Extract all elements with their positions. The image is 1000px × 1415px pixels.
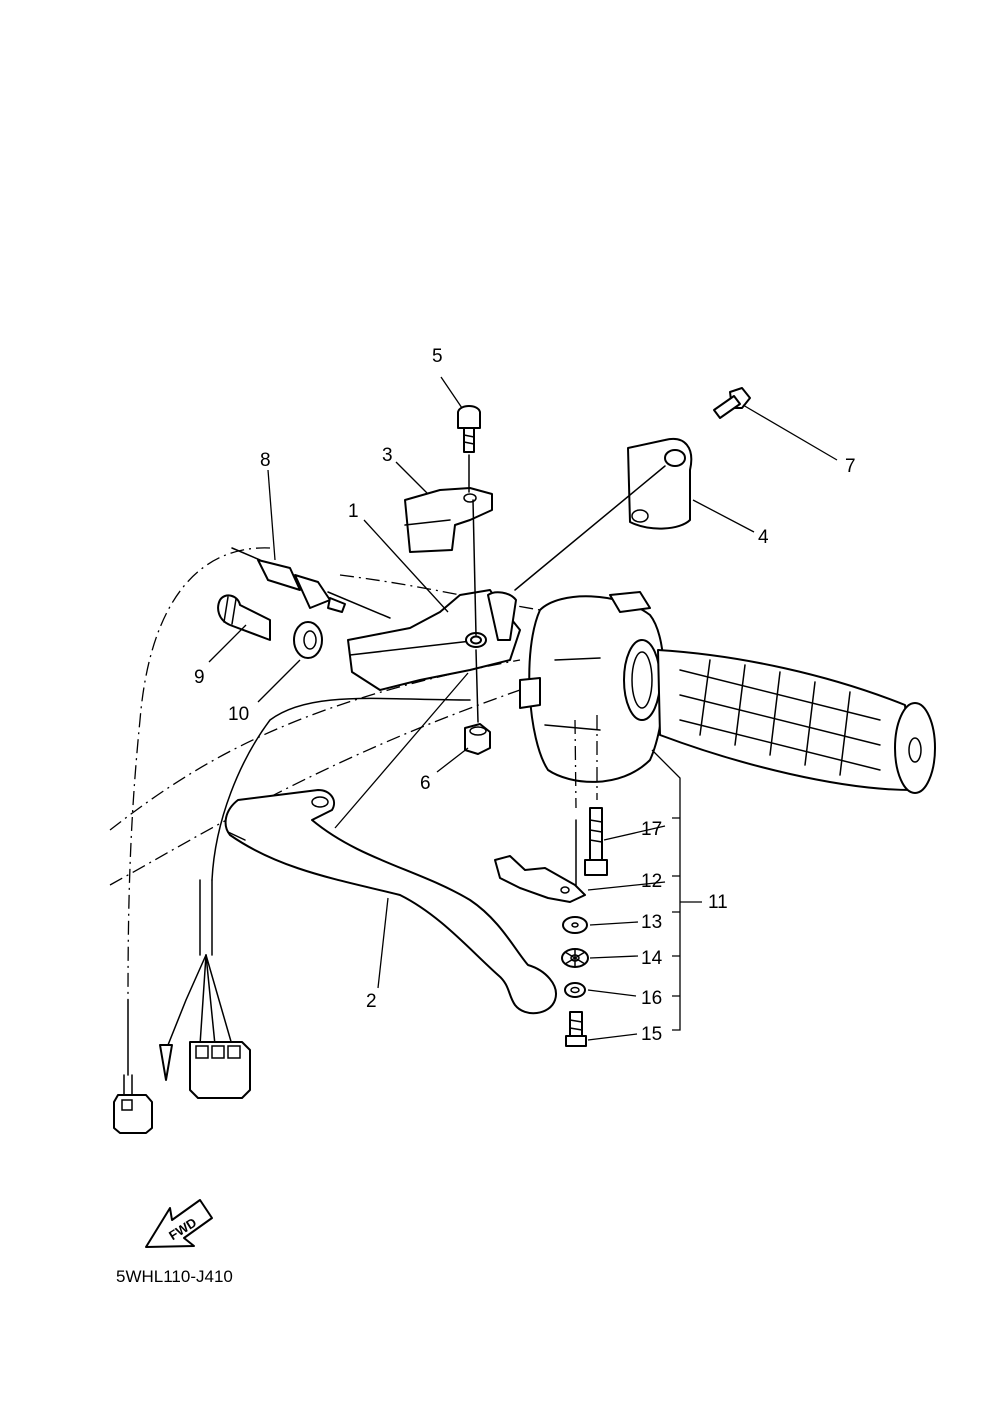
callout-1: 1 xyxy=(348,501,359,522)
lever-holder xyxy=(347,589,521,691)
bracket-part-4 xyxy=(627,437,693,530)
lever-bracket xyxy=(494,855,586,903)
washer-part-13 xyxy=(562,916,588,934)
callout-13: 13 xyxy=(641,912,662,933)
screw-part-17 xyxy=(584,807,608,876)
switch-part xyxy=(404,487,493,553)
callout-6: 6 xyxy=(420,773,431,794)
assembly-lines xyxy=(327,454,666,886)
callout-5: 5 xyxy=(432,346,443,367)
washer-part-16 xyxy=(564,982,586,998)
callout-10: 10 xyxy=(228,704,249,725)
callout-14: 14 xyxy=(641,948,663,969)
callout-2: 2 xyxy=(366,991,377,1012)
locknut xyxy=(293,621,323,659)
leader-lines xyxy=(208,376,838,1041)
throttle-grip xyxy=(657,649,936,794)
screw-part-7 xyxy=(713,387,751,419)
nut-part-6 xyxy=(464,723,491,755)
callout-9: 9 xyxy=(194,667,205,688)
callout-11: 11 xyxy=(708,892,728,913)
callout-3: 3 xyxy=(382,445,393,466)
callout-labels: 1 2 3 4 5 6 7 8 9 10 11 12 13 14 15 16 1… xyxy=(194,346,856,1045)
callout-12: 12 xyxy=(641,871,662,892)
adjuster-screw xyxy=(217,594,271,641)
callout-4: 4 xyxy=(758,527,769,548)
cable-adjuster xyxy=(231,547,346,613)
wiring-harness xyxy=(113,547,471,1134)
handlebar-phantom xyxy=(109,574,541,886)
screw-part-5 xyxy=(457,405,481,453)
clutch-lever xyxy=(224,789,557,1015)
screw-part-15 xyxy=(565,1011,587,1047)
callout-8: 8 xyxy=(260,450,271,471)
callout-17: 17 xyxy=(641,819,662,840)
lockwasher-part-14 xyxy=(561,948,589,968)
fwd-arrow-icon: FWD xyxy=(145,1199,213,1248)
callout-15: 15 xyxy=(641,1024,662,1045)
switch-housing xyxy=(519,591,666,783)
callout-7: 7 xyxy=(845,456,856,477)
callout-16: 16 xyxy=(641,988,662,1009)
drawing-code: 5WHL110-J410 xyxy=(116,1267,233,1286)
